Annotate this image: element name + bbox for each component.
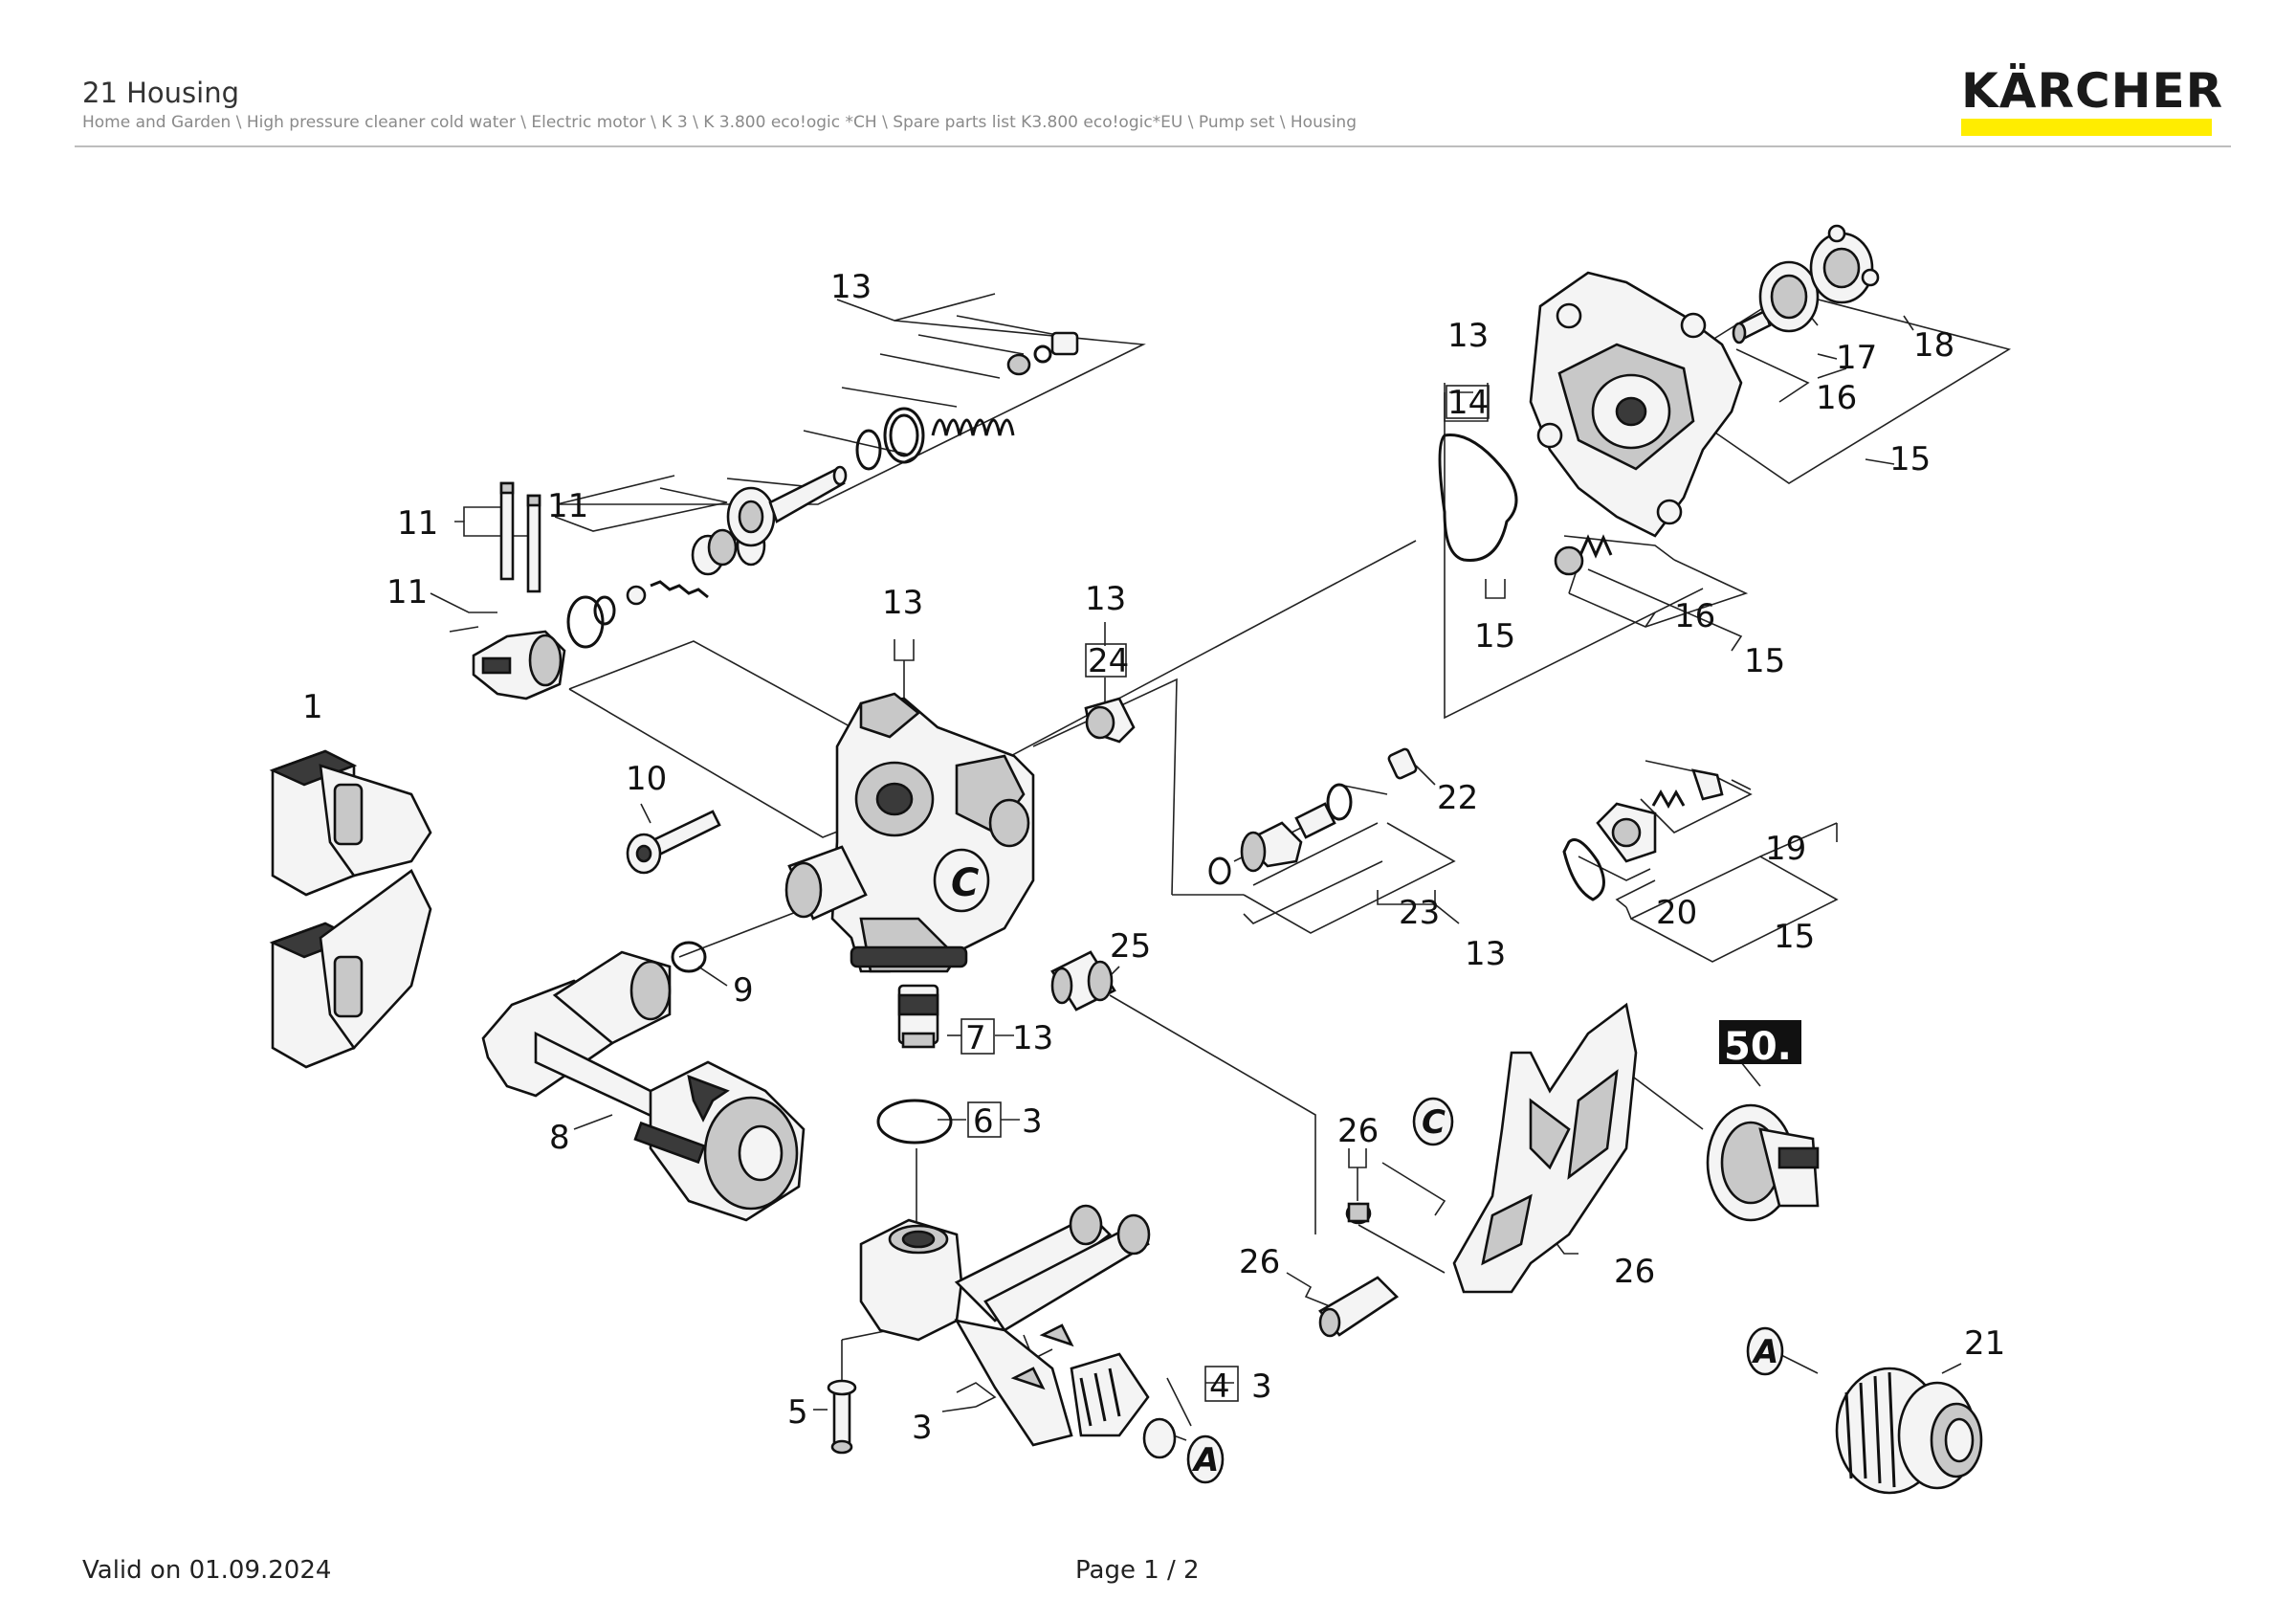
marker-a-2-text: A (1751, 1333, 1778, 1371)
part-6-o-ring (876, 1099, 953, 1145)
label-6: 6 (973, 1102, 994, 1141)
part-8-connector (481, 950, 806, 1222)
part-26-bracket (1452, 1002, 1638, 1294)
housing-mark: C (951, 861, 979, 905)
footer-valid-date: Valid on 01.09.2024 (82, 1556, 332, 1585)
part-15-pump-head (1529, 271, 1743, 538)
part-1-bracket (269, 749, 432, 1069)
label-3-six: 3 (1022, 1102, 1043, 1141)
label-11-spring: 11 (547, 487, 588, 525)
part-26-connector (1318, 1202, 1400, 1338)
label-5: 5 (787, 1393, 808, 1432)
label-16-top: 16 (1816, 379, 1857, 417)
label-24: 24 (1088, 642, 1129, 680)
label-15-gasket: 15 (1474, 617, 1515, 656)
label-18: 18 (1913, 326, 1954, 365)
part-10-screw (626, 810, 721, 875)
marker-c-2-text: C (1422, 1103, 1446, 1142)
label-21: 21 (1964, 1324, 2005, 1363)
label-1: 1 (302, 688, 323, 726)
label-23: 23 (1399, 894, 1440, 932)
circled-letter-markers: A C A (1186, 1097, 1784, 1484)
part-24-fitting (1084, 697, 1136, 744)
label-26-top: 26 (1337, 1112, 1379, 1150)
page-title: 21 Housing (82, 77, 240, 109)
pump-housing: C (784, 692, 1035, 973)
part-11-valve-assembly (472, 481, 766, 700)
label-3-four: 3 (1251, 1367, 1272, 1406)
parts-22-23 (1208, 747, 1418, 885)
label-13-fitting: 13 (1085, 580, 1126, 618)
parts-16-17-18 (1554, 224, 1880, 576)
part-25-fitting (1050, 950, 1116, 1012)
marker-a-1 (1186, 1434, 1225, 1484)
marker-a-2 (1746, 1326, 1784, 1376)
part-9-o-ring (671, 941, 707, 973)
footer-page-number: Page 1 / 2 (1075, 1556, 1200, 1585)
breadcrumb: Home and Garden \ High pressure cleaner … (82, 113, 1358, 132)
part-21-hose-adapter (1835, 1367, 1983, 1495)
label-13-right: 13 (1447, 317, 1489, 355)
label-25: 25 (1110, 927, 1151, 966)
label-13-top: 13 (830, 268, 872, 306)
part-number-labels: 13 11 11 11 1 13 13 24 10 9 25 7 13 6 3 … (302, 268, 2005, 1447)
label-50: 50. (1724, 1025, 1792, 1069)
part-50-cap (1706, 1020, 1820, 1222)
label-17: 17 (1836, 339, 1877, 377)
label-15-top: 15 (1889, 440, 1931, 478)
part-13-valve-stack (726, 331, 1079, 547)
label-4: 4 (1209, 1367, 1230, 1406)
label-3-bottom: 3 (912, 1409, 933, 1447)
label-26-right: 26 (1614, 1253, 1655, 1291)
label-19: 19 (1765, 830, 1806, 868)
label-13-seven: 13 (1012, 1019, 1053, 1057)
label-26-left: 26 (1239, 1243, 1280, 1281)
part-14-gasket (1438, 434, 1518, 562)
label-10: 10 (626, 760, 667, 798)
part-3-manifold (859, 1204, 1177, 1459)
parts-19-20 (1562, 768, 1724, 901)
header-divider (75, 145, 2231, 147)
logo-text: KÄRCHER (1961, 63, 2224, 119)
label-15-mid: 15 (1744, 642, 1785, 680)
label-15-bottom: 15 (1774, 918, 1815, 956)
label-13-23: 13 (1465, 935, 1506, 973)
label-22: 22 (1437, 779, 1478, 817)
karcher-logo: KÄRCHER (1961, 63, 2224, 136)
part-7-valve-insert (897, 984, 939, 1049)
label-13-housing: 13 (882, 584, 923, 622)
label-20: 20 (1656, 894, 1697, 932)
label-11-pins: 11 (397, 504, 438, 543)
label-7: 7 (965, 1019, 986, 1057)
part-50-label-box (1719, 1020, 1801, 1064)
logo-yellow-bar (1961, 119, 2212, 136)
boxed-part-numbers (960, 385, 1490, 1402)
marker-a-1-text: A (1191, 1441, 1219, 1479)
label-9: 9 (733, 971, 754, 1010)
marker-c-2 (1412, 1097, 1454, 1146)
label-16-mid: 16 (1674, 597, 1715, 635)
label-8: 8 (549, 1119, 570, 1157)
label-14: 14 (1447, 384, 1489, 422)
label-11-valve: 11 (386, 573, 428, 611)
part-5-screw (827, 1379, 857, 1455)
